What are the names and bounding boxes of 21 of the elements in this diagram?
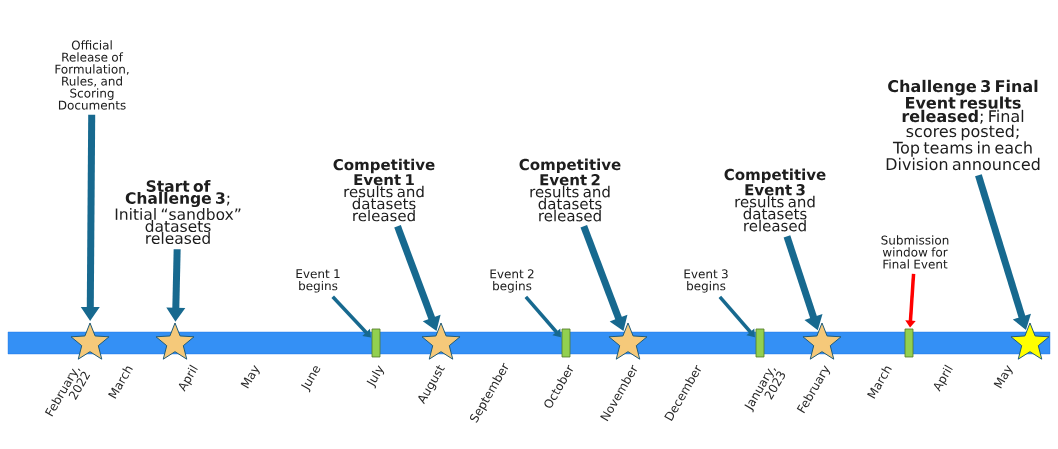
event-note: Event 3 begins <box>684 269 728 293</box>
event-start-marker <box>904 328 914 358</box>
event-note: Competitive Event 2 results and datasets released <box>519 158 621 222</box>
event-start-marker <box>755 328 765 358</box>
star-marker <box>1010 322 1050 360</box>
event-note: Competitive Event 3 results and datasets released <box>724 168 826 232</box>
event-note: Event 2 begins <box>490 269 534 293</box>
star-marker <box>802 322 842 360</box>
event-note: Start of Challenge 3; Initial “sandbox” datasets released <box>115 179 241 245</box>
star-marker <box>421 322 461 360</box>
event-note: Competitive Event 1 results and datasets released <box>333 158 435 222</box>
event-start-marker <box>561 328 571 358</box>
event-note: Challenge 3 Final Event results released; Final scores posted; Top teams in each Division announced <box>886 79 1040 171</box>
event-note: Submission window for Final Event <box>881 235 949 269</box>
arrow <box>331 295 371 338</box>
event-note: Event 1 begins <box>296 269 340 293</box>
star-marker <box>70 322 110 360</box>
star-marker <box>155 322 195 360</box>
star-marker <box>608 322 648 360</box>
event-note: Official Release of Formulation, Rules, and Scoring Documents <box>55 40 129 110</box>
event-start-marker <box>371 328 381 358</box>
